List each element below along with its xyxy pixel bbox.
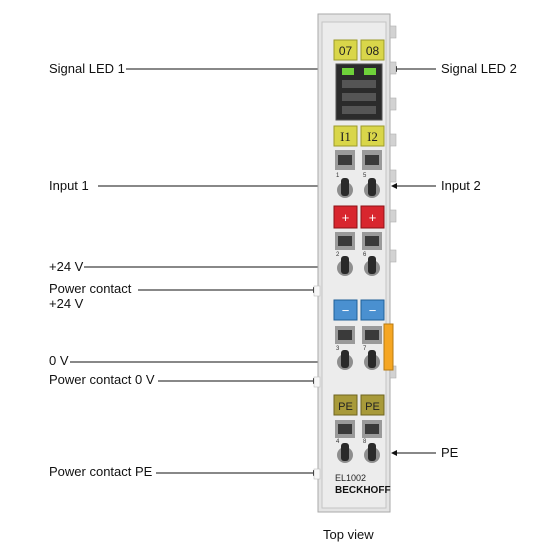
label-power-contact-pe: Power contact PE (49, 464, 153, 479)
led-i1 (333, 125, 358, 147)
minus-contact-2 (360, 299, 385, 321)
minus-label-2: − (369, 303, 377, 318)
plus-label-2: + (369, 210, 377, 225)
plus-contact-2 (360, 205, 385, 229)
led-08 (360, 39, 385, 61)
plus-label-1: + (342, 210, 350, 225)
pin-number: 6 (363, 252, 367, 258)
led-i2 (360, 125, 385, 147)
led-label-08: 08 (366, 44, 380, 58)
label-power-contact-0v: Power contact 0 V (49, 372, 155, 387)
model-label: EL1002 (335, 473, 366, 483)
pin-number: 2 (336, 252, 340, 258)
pin-number: 3 (336, 346, 340, 352)
led-label-07: 07 (339, 44, 353, 58)
pin-number: 4 (336, 439, 340, 445)
orange-tab (383, 323, 394, 371)
pe-contact-2 (360, 394, 385, 416)
contact-group-1 (335, 150, 382, 198)
label-power-contact-24v: Power contact +24 V (49, 281, 132, 311)
label-plus-24v: +24 V (49, 259, 84, 274)
led-label-i2: I2 (367, 129, 378, 144)
led-label-i1: I1 (340, 129, 351, 144)
led-07 (333, 39, 358, 61)
pin-number: 7 (363, 346, 367, 352)
contact-group-2 (335, 232, 382, 276)
plus-contact-1 (333, 205, 358, 229)
label-zero-v: 0 V (49, 353, 69, 368)
contact-group-3 (335, 326, 382, 370)
brand-label: BECKHOFF (335, 485, 391, 496)
pe-label-1: PE (338, 401, 353, 413)
label-input-1: Input 1 (49, 178, 89, 193)
label-pe: PE (441, 445, 459, 460)
pin-number: 1 (336, 173, 340, 179)
pin-number: 8 (363, 439, 367, 445)
label-signal-led-2: Signal LED 2 (441, 61, 517, 76)
pe-label-2: PE (365, 401, 380, 413)
label-input-2: Input 2 (441, 178, 481, 193)
pe-contact-1 (333, 394, 358, 416)
minus-contact-1 (333, 299, 358, 321)
caption-top-view: Top view (323, 527, 374, 542)
pin-number: 5 (363, 173, 367, 179)
label-signal-led-1: Signal LED 1 (49, 61, 125, 76)
minus-label-1: − (342, 303, 350, 318)
contact-group-4 (335, 420, 382, 463)
